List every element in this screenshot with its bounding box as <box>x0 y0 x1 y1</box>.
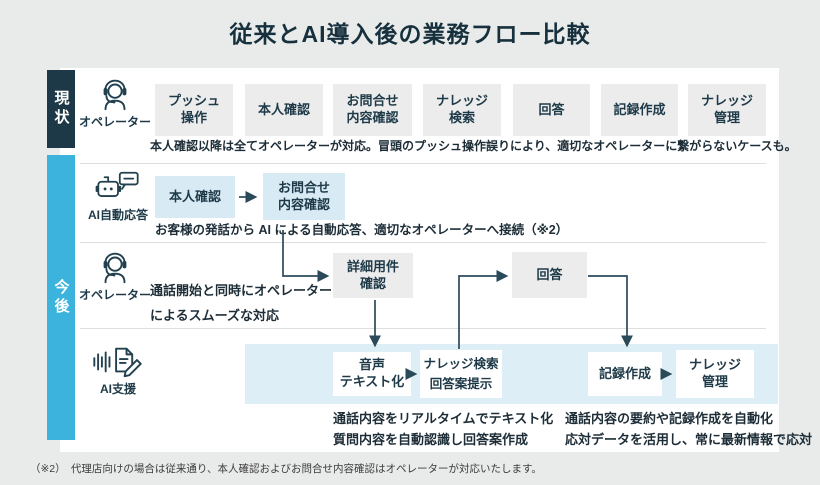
flow-step-identity-check-ai: 本人確認 <box>155 176 235 218</box>
row-divider <box>80 242 766 243</box>
footnote: （※2） 代理店向けの場合は従来通り、本人確認およびお問合せ内容確認はオペレータ… <box>30 463 542 475</box>
page-title: 従来とAI導入後の業務フロー比較 <box>229 21 591 47</box>
actor-label: オペレーター <box>78 288 151 302</box>
actor-label: AI支援 <box>99 382 136 396</box>
ai-response-note: お客様の発話から AI による自動応答、適切なオペレーターへ接続（※2） <box>155 223 569 237</box>
flow-step-knowledge-manage: ナレッジ 管理 <box>688 84 766 136</box>
ai-support-note-right: 通話内容の要約や記録作成を自動化 応対データを活用し、常に最新情報で応対 <box>565 411 813 447</box>
current-note: 本人確認以降は全てオペレーターが対応。冒頭のプッシュ操作誤りにより、適切なオペレ… <box>150 139 797 153</box>
row-divider <box>80 163 766 164</box>
ai-response-actor: AI自動応答 <box>82 171 154 223</box>
operator-headset-icon <box>96 249 134 285</box>
flow-step-record: 記録作成 <box>601 84 678 136</box>
future-operator-actor: オペレーター <box>78 249 152 303</box>
soundwave-document-icon <box>91 343 145 379</box>
actor-label: AI自動応答 <box>87 208 148 222</box>
current-operator-actor: オペレーター <box>78 76 152 130</box>
flow-step-answer: 回答 <box>513 84 590 136</box>
flow-step-push-operation: プッシュ 操作 <box>155 84 233 136</box>
ai-support-note-left: 通話内容をリアルタイムでテキスト化 質問内容を自動認識し回答案作成 <box>333 411 554 447</box>
robot-chat-icon <box>94 171 142 205</box>
row-divider <box>80 328 766 329</box>
flow-step-inquiry-check-ai: お問合せ 内容確認 <box>263 173 345 220</box>
future-section-bar: 今後 <box>47 155 75 440</box>
operator-headset-icon <box>96 76 134 112</box>
future-operator-note: 通話開始と同時にオペレーター によるスムーズな対応 <box>150 283 333 323</box>
flow-step-knowledge-search-suggest: ナレッジ検索 回答案提示 <box>420 350 502 398</box>
current-section-bar: 現状 <box>47 70 75 148</box>
actor-label: オペレーター <box>78 115 151 129</box>
flow-step-knowledge-search: ナレッジ 検索 <box>423 84 501 136</box>
flow-step-voice-to-text: 音声 テキスト化 <box>333 352 411 396</box>
flow-step-answer-future: 回答 <box>512 252 587 298</box>
flow-step-record-future: 記録作成 <box>588 352 662 396</box>
flow-step-knowledge-manage-future: ナレッジ 管理 <box>676 350 754 398</box>
flow-step-inquiry-check: お問合せ 内容確認 <box>333 84 412 136</box>
ai-support-actor: AI支援 <box>80 343 156 397</box>
flow-step-detail-check: 詳細用件 確認 <box>333 253 413 298</box>
flow-step-identity-check: 本人確認 <box>245 84 323 136</box>
